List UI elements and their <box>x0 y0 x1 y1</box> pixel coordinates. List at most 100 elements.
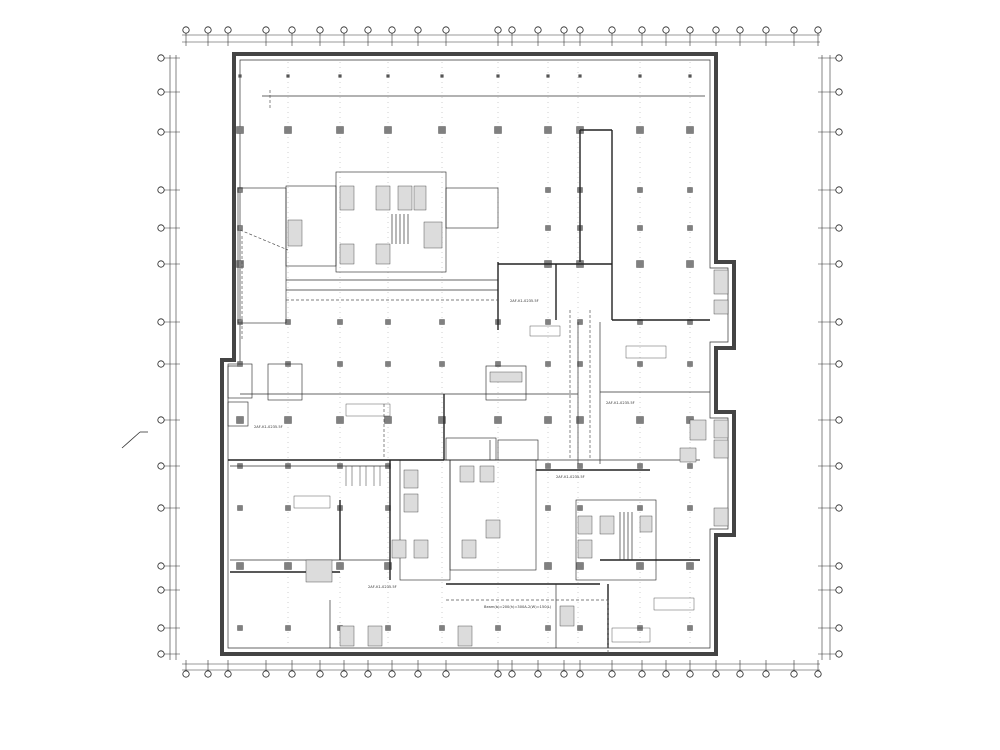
structural-column <box>336 126 344 134</box>
structural-column <box>336 416 344 424</box>
structural-column <box>636 416 644 424</box>
axis-bubble <box>662 26 670 34</box>
structural-column <box>285 505 291 511</box>
axis-bubble <box>534 670 542 678</box>
right-dimension-system <box>818 54 843 660</box>
axis-bubble <box>736 26 744 34</box>
structural-column <box>438 126 446 134</box>
structural-column <box>495 625 501 631</box>
axis-bubble <box>608 26 616 34</box>
structural-column <box>237 319 243 325</box>
structural-column <box>495 361 501 367</box>
structural-column <box>385 319 391 325</box>
leader-marker <box>121 431 148 449</box>
structural-column <box>384 126 392 134</box>
axis-bubble <box>686 26 694 34</box>
structural-column <box>637 463 643 469</box>
column-marker <box>496 74 500 78</box>
top-dimension-system <box>182 26 822 46</box>
structural-column <box>544 126 552 134</box>
axis-bubble <box>414 670 422 678</box>
column-marker <box>440 74 444 78</box>
axis-bubble <box>157 416 165 424</box>
structural-column <box>384 416 392 424</box>
structural-column <box>494 126 502 134</box>
axis-bubble <box>560 26 568 34</box>
structural-column <box>687 361 693 367</box>
axis-bubble <box>712 670 720 678</box>
axis-bubble <box>835 128 843 136</box>
structural-column <box>439 625 445 631</box>
stair-elevator-cores <box>287 185 729 647</box>
structural-column <box>687 463 693 469</box>
axis-bubble <box>364 670 372 678</box>
structural-column <box>545 187 551 193</box>
axis-bubble <box>224 26 232 34</box>
axis-bubble <box>288 670 296 678</box>
axis-bubble <box>262 670 270 678</box>
structural-column <box>284 416 292 424</box>
zone-label-e: 2AF-K1-0235.5F <box>254 425 283 429</box>
zone-label-a: 2AF-K1-0235.5F <box>510 299 539 303</box>
annotation-labels: 2AF-K1-0235.5F 2AF-K1-0235.5F 2AF-K1-023… <box>254 299 695 643</box>
axis-bubble <box>288 26 296 34</box>
structural-grid <box>287 62 691 646</box>
axis-bubble <box>762 26 770 34</box>
structural-column <box>577 463 583 469</box>
axis-bubble <box>835 88 843 96</box>
zone-label-c: 2AF-K1-0235.5F <box>556 475 585 479</box>
axis-bubble <box>494 670 502 678</box>
structural-column <box>439 319 445 325</box>
structural-column <box>637 361 643 367</box>
axis-bubble <box>835 224 843 232</box>
structural-column <box>544 562 552 570</box>
axis-bubble <box>157 504 165 512</box>
axis-bubble <box>835 54 843 62</box>
column-marker <box>238 74 242 78</box>
structural-column <box>544 416 552 424</box>
structural-column <box>636 126 644 134</box>
structural-column <box>384 562 392 570</box>
axis-bubble <box>414 26 422 34</box>
structural-column <box>577 625 583 631</box>
structural-column <box>236 126 244 134</box>
axis-bubble <box>638 26 646 34</box>
structural-column <box>686 260 694 268</box>
axis-bubble <box>340 26 348 34</box>
axis-bubble <box>835 416 843 424</box>
axis-bubble <box>157 88 165 96</box>
axis-bubble <box>662 670 670 678</box>
axis-bubble <box>638 670 646 678</box>
axis-bubble <box>157 186 165 194</box>
zone-label-d: 2AF-K1-0235.5F <box>368 585 397 589</box>
structural-column <box>687 625 693 631</box>
structural-column <box>637 225 643 231</box>
structural-column <box>545 361 551 367</box>
axis-bubble <box>182 670 190 678</box>
structural-column <box>284 126 292 134</box>
axis-bubble <box>835 360 843 368</box>
axis-bubble <box>835 260 843 268</box>
axis-bubble <box>224 670 232 678</box>
axis-bubble <box>608 670 616 678</box>
structural-column <box>576 562 584 570</box>
axis-bubble <box>157 360 165 368</box>
axis-bubble <box>316 26 324 34</box>
structural-column <box>236 260 244 268</box>
axis-bubble <box>835 318 843 326</box>
axis-bubble <box>157 462 165 470</box>
axis-bubble <box>814 26 822 34</box>
axis-bubble <box>442 26 450 34</box>
structural-column <box>687 187 693 193</box>
structural-column <box>545 505 551 511</box>
axis-bubble <box>835 504 843 512</box>
axis-bubble <box>262 26 270 34</box>
axis-bubble <box>157 224 165 232</box>
column-marker <box>578 74 582 78</box>
bottom-note-label: Beam(b)=200(h)=300A-2(W)=150(L) <box>484 605 552 609</box>
bottom-dimension-system <box>182 660 822 678</box>
axis-bubble <box>835 650 843 658</box>
axis-bubble <box>364 26 372 34</box>
axis-bubble <box>157 128 165 136</box>
